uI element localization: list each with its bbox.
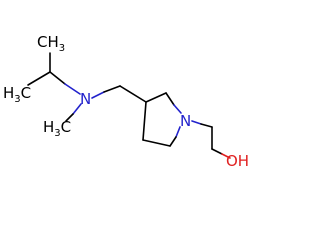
bond-c3-c2 (145, 92, 167, 103)
bond-ch-h3c-left (27, 71, 51, 86)
molecule-structure: CH3 H3C N H3C N OH (3, 33, 249, 170)
bond-ch2b-o-part1 (211, 148, 223, 155)
bond-ch2-c3 (119, 85, 147, 103)
amine-nitrogen-label: N (80, 90, 91, 108)
bond-n-ch2a-part1 (191, 120, 202, 125)
bond-n-c5-part1 (175, 126, 181, 138)
molecule-canvas: CH3 H3C N H3C N OH (3, 33, 250, 170)
bond-n-methyl-part2 (65, 113, 74, 122)
h3c-left-label: H3C (3, 84, 31, 105)
bond-c5-c4 (142, 139, 171, 147)
bond-c2-n-part2 (173, 104, 182, 114)
bond-n-ch2a-part2 (200, 123, 213, 128)
bond-ch-n-part1 (49, 71, 66, 85)
bond-ch-n-part2 (64, 83, 81, 95)
bond-c4-c3 (142, 101, 147, 141)
ring-nitrogen-label: N (180, 112, 191, 130)
bond-n-ch2-part2 (103, 85, 121, 93)
bond-ch2b-o-part2 (221, 153, 231, 159)
bond-c2-n-part1 (165, 92, 175, 106)
ch3-top-label: CH3 (37, 33, 65, 54)
h3c-n-methyl-label: H3C (43, 118, 71, 139)
bond-n-ch2-part1 (91, 91, 105, 99)
hydroxyl-label: OH (226, 152, 249, 170)
bond-n-c5-part2 (169, 136, 177, 147)
bond-n-methyl-part1 (72, 103, 82, 115)
